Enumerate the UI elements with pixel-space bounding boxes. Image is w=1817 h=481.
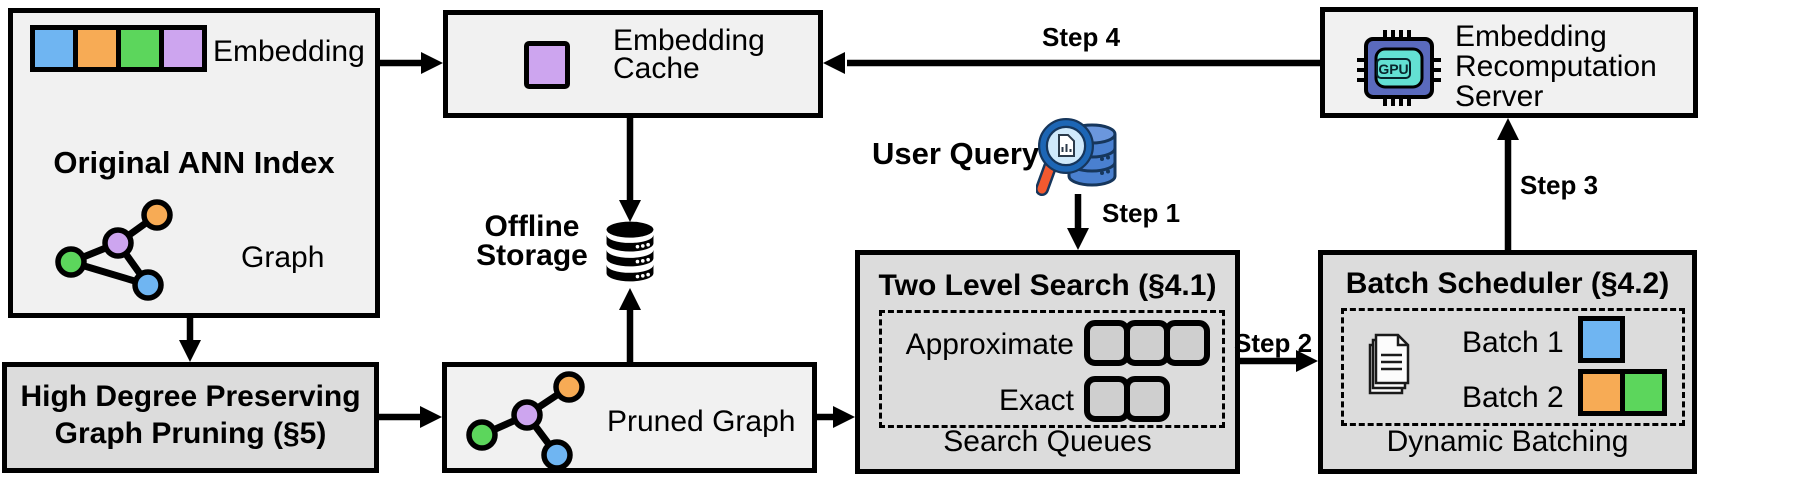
arrow-pruned-graph-to-storage	[619, 288, 641, 362]
embedding-vector-icon	[30, 25, 207, 72]
approximate-queue-icons	[1084, 320, 1210, 366]
gpu-chip-label: GPU	[1378, 61, 1408, 77]
embedding-cell-orange	[73, 25, 121, 72]
two-level-search-title: Two Level Search (§4.1)	[878, 269, 1217, 302]
graph-label: Graph	[241, 241, 325, 274]
pruned-graph-label: Pruned Graph	[607, 405, 796, 438]
pruned-graph-icon	[466, 371, 585, 471]
arrow-step4-server-to-cache	[823, 52, 1322, 74]
queue-slot-icon	[1164, 320, 1210, 366]
batch1-cell-blue	[1578, 316, 1625, 363]
recomputation-server-box: GPU Embedding Recomputation Server	[1320, 7, 1698, 118]
user-query-label: User Query	[872, 136, 1040, 171]
batch2-label: Batch 2	[1462, 381, 1564, 414]
search-queues-panel: Approximate Exact	[879, 310, 1225, 428]
recomputation-server-label: Embedding Recomputation Server	[1455, 20, 1657, 113]
batch1-label: Batch 1	[1462, 326, 1564, 359]
batch2-cell-green	[1620, 369, 1667, 416]
batch2-embedding-icons	[1578, 369, 1667, 416]
search-queues-footer: Search Queues	[943, 425, 1152, 458]
graph-pruning-title-line2: Graph Pruning (§5)	[54, 417, 327, 450]
user-query-search-icon	[1036, 118, 1117, 196]
ann-index-title: Original ANN Index	[53, 145, 335, 180]
arrow-step1-query-to-search	[1067, 194, 1089, 250]
batch-scheduler-box: Batch Scheduler (§4.2) Batch 1 Batc	[1318, 250, 1697, 474]
embedding-cell-blue	[30, 25, 78, 72]
step1-label: Step 1	[1102, 198, 1181, 228]
graph-pruning-title-line1: High Degree Preserving	[20, 380, 361, 413]
arrow-pruned-graph-to-search	[817, 406, 855, 428]
documents-icon	[1368, 333, 1410, 395]
offline-storage-label: Offline Storage	[476, 210, 588, 272]
arrow-step3-scheduler-to-server	[1497, 118, 1519, 250]
step3-label: Step 3	[1520, 170, 1599, 200]
gpu-chip-icon: GPU	[1357, 30, 1441, 106]
arrow-pruning-to-pruned-graph	[379, 406, 442, 428]
dynamic-batching-panel: Batch 1 Batch 2	[1341, 308, 1685, 426]
dynamic-batching-footer: Dynamic Batching	[1386, 425, 1629, 458]
ann-graph-icon	[55, 199, 173, 301]
two-level-search-box: Two Level Search (§4.1) Approximate Exac…	[855, 250, 1240, 474]
exact-queue-icons	[1084, 376, 1170, 422]
original-ann-index-box: Embedding Original ANN Index Graph	[8, 8, 380, 318]
step4-label: Step 4	[1042, 22, 1121, 52]
embedding-cache-box: Embedding Cache	[443, 10, 823, 118]
cached-embedding-icon	[524, 41, 570, 89]
graph-pruning-box: High Degree Preserving Graph Pruning (§5…	[2, 362, 379, 473]
batch1-embedding-icons	[1578, 316, 1625, 363]
pruned-graph-box: Pruned Graph	[442, 362, 817, 473]
embedding-cell-purple	[159, 25, 207, 72]
embedding-cache-label: Embedding Cache	[613, 24, 765, 85]
batch2-cell-orange	[1578, 369, 1625, 416]
approximate-label: Approximate	[905, 328, 1074, 361]
arrow-ann-to-pruning	[179, 318, 201, 362]
queue-slot-icon	[1124, 376, 1170, 422]
step2-label: Step 2	[1234, 328, 1313, 358]
arrow-step2-search-to-scheduler	[1240, 350, 1318, 372]
exact-label: Exact	[998, 384, 1074, 417]
batch-scheduler-title: Batch Scheduler (§4.2)	[1345, 267, 1670, 300]
arrow-cache-to-storage	[619, 118, 641, 222]
arrow-ann-to-cache	[380, 52, 443, 74]
offline-storage-database-icon	[606, 221, 654, 282]
queue-slot-icon	[1124, 320, 1170, 366]
embedding-label: Embedding	[213, 35, 365, 68]
embedding-cell-green	[116, 25, 164, 72]
